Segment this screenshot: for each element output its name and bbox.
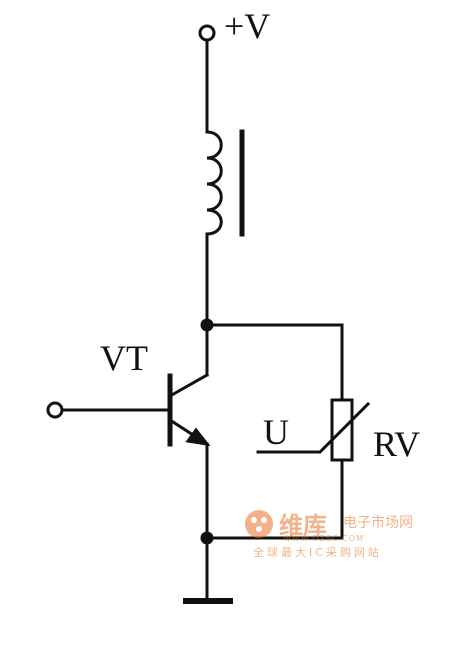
watermark-logo-text: 维库 xyxy=(279,512,327,540)
emitter-arrow-icon xyxy=(185,427,211,447)
watermark: 维库 电子市场网 WWW.DZSC.COM 全球最大IC采购网站 xyxy=(243,506,443,559)
varistor-label: RV xyxy=(373,424,421,464)
voltage-label: U xyxy=(263,412,289,452)
supply-label: +V xyxy=(224,6,271,46)
supply-terminal xyxy=(198,24,216,42)
watermark-url: WWW.DZSC.COM xyxy=(283,534,364,543)
watermark-subtitle: 全球最大IC采购网站 xyxy=(253,546,382,559)
inductor-coil xyxy=(205,130,223,236)
base-input-terminal xyxy=(46,401,64,419)
watermark-logo-icon xyxy=(245,510,273,538)
transistor-collector-lead xyxy=(167,372,210,399)
transistor-label: VT xyxy=(100,338,148,378)
emitter-junction xyxy=(200,531,214,545)
varistor-characteristic-line xyxy=(256,401,371,454)
watermark-title: 电子市场网 xyxy=(343,515,413,531)
